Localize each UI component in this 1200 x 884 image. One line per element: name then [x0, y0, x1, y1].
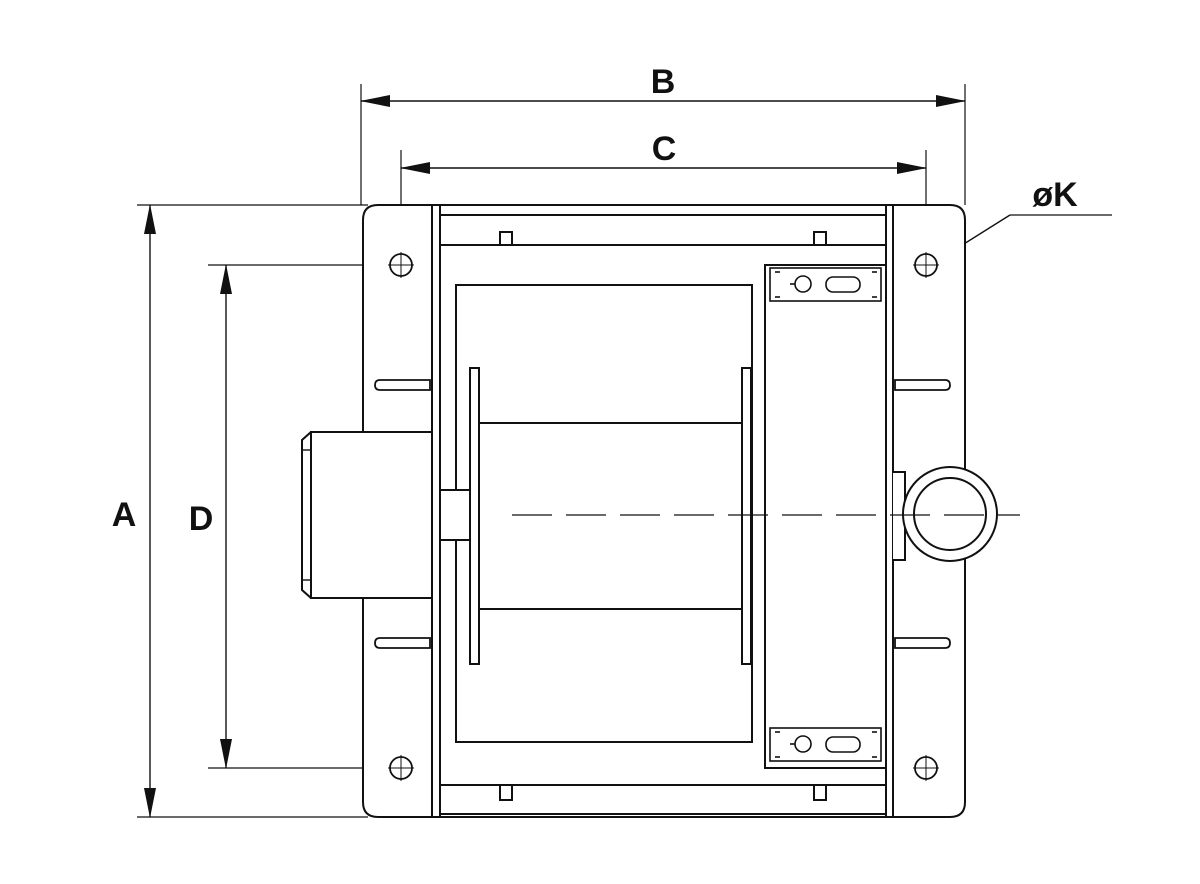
- right-bearing: [893, 466, 998, 562]
- bottom-cross-member: [440, 784, 886, 815]
- top-cross-member: [440, 214, 886, 246]
- label-a: A: [112, 496, 137, 534]
- motor-housing: [301, 431, 433, 599]
- shaft-coupling: [439, 489, 471, 541]
- drum-barrel: [478, 422, 743, 610]
- label-c: C: [652, 130, 677, 168]
- dimension-b: B: [360, 63, 966, 205]
- mounting-holes: [388, 252, 939, 781]
- label-k: øK: [1032, 176, 1078, 214]
- winch-body: [301, 204, 998, 818]
- label-d: D: [189, 500, 214, 538]
- mounting-slots: [374, 379, 951, 649]
- dimension-c: C: [400, 130, 927, 282]
- rope-guide-frame: [764, 264, 887, 769]
- drum-left-flange: [469, 367, 480, 665]
- bearing-inner-ring: [913, 477, 987, 551]
- label-b: B: [651, 63, 676, 101]
- drum-right-flange: [741, 367, 752, 665]
- dimension-a: A: [112, 204, 368, 818]
- bottom-bracket: [769, 727, 882, 762]
- dimension-k: øK: [931, 176, 1112, 265]
- dimension-d: D: [189, 264, 420, 769]
- top-bracket: [769, 267, 882, 302]
